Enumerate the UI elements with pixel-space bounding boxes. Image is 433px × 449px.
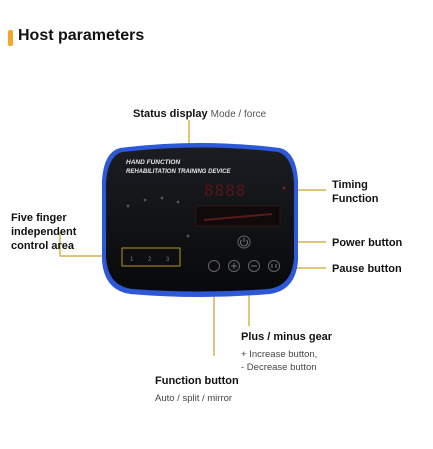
finger-dot: [186, 234, 190, 238]
timer-display: 8888: [204, 181, 247, 200]
plus-minus-detail-2: - Decrease button: [241, 362, 317, 373]
force-bar: [203, 213, 273, 221]
function-detail: Auto / split / mirror: [155, 393, 233, 404]
brand-line-1: HAND FUNCTION: [126, 159, 180, 166]
device-panel: HAND FUNCTION REHABILITATION TRAINING DE…: [102, 143, 298, 297]
pause-button[interactable]: [268, 260, 280, 272]
finger-dot: [143, 198, 147, 202]
power-button[interactable]: [237, 235, 251, 249]
status-display-detail: Mode / force: [210, 109, 267, 120]
finger-led-1: 1: [130, 257, 134, 263]
power-label: Power button: [332, 237, 403, 249]
five-finger-label: Five finger independent control area: [11, 212, 77, 252]
power-icon: [240, 239, 248, 247]
title-accent-bar: [8, 30, 13, 46]
minus-button[interactable]: [248, 260, 260, 272]
finger-control-area: [121, 247, 181, 267]
function-label: Function button: [155, 375, 239, 387]
finger-dot: [126, 204, 130, 208]
pause-icon: [271, 264, 277, 268]
plus-minus-detail-1: + Increase button,: [241, 349, 318, 360]
plus-minus-label: Plus / minus gear: [241, 331, 333, 343]
function-button[interactable]: [208, 260, 220, 272]
finger-dot: [160, 196, 164, 200]
pause-label: Pause button: [332, 263, 402, 275]
finger-dot: [176, 200, 180, 204]
finger-led-3: 3: [166, 257, 170, 263]
five-finger-line: [59, 232, 122, 257]
brand-line-2: REHABILITATION TRAINING DEVICE: [126, 169, 231, 175]
timing-label: Timing Function: [332, 179, 379, 205]
page-title: Host parameters: [18, 27, 145, 44]
finger-led-2: 2: [148, 257, 152, 263]
plus-icon: [231, 263, 237, 269]
plus-button[interactable]: [228, 260, 240, 272]
timer-indicator: [282, 186, 286, 190]
status-display-label: Status display Mode / force: [133, 108, 267, 120]
